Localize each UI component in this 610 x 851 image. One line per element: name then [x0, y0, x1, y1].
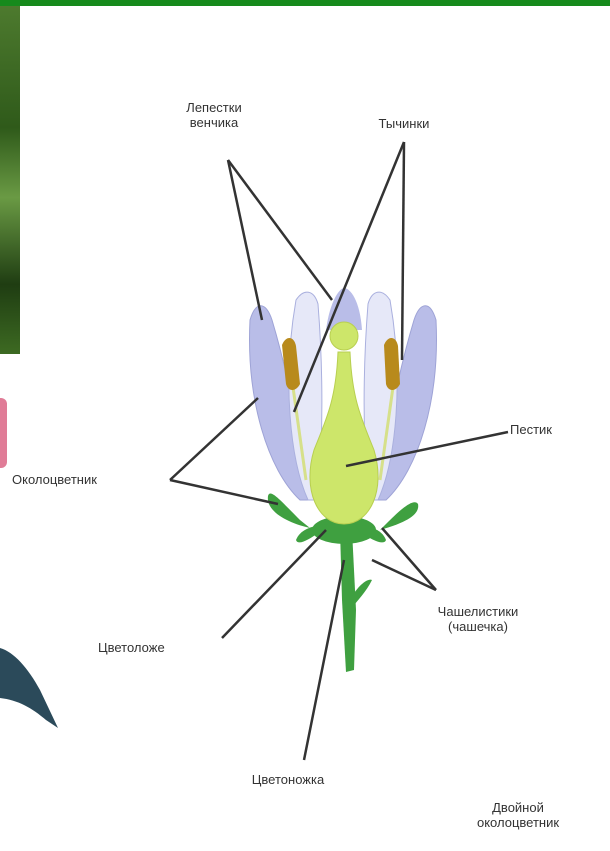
leader-sepals-a — [382, 528, 436, 590]
label-sepals-line1: Чашелистики — [438, 604, 519, 619]
leader-receptacle — [222, 530, 326, 638]
leader-stamens-b — [402, 142, 404, 360]
leader-sepals-b — [372, 560, 436, 590]
label-perianth: Околоцветник — [12, 472, 97, 487]
label-double-perianth-line1: Двойной — [477, 800, 559, 815]
leader-perianth-a — [170, 398, 258, 480]
label-sepals-line2: (чашечка) — [438, 619, 519, 634]
label-receptacle: Цветоложе — [98, 640, 165, 655]
label-double-perianth: Двойной околоцветник — [477, 800, 559, 830]
label-stamens: Тычинки — [379, 116, 430, 131]
leader-pedicel — [304, 560, 344, 760]
leader-perianth-b — [170, 480, 278, 504]
label-pistil: Пестик — [510, 422, 552, 437]
label-petals-line2: венчика — [186, 115, 241, 130]
label-pedicel: Цветоножка — [252, 772, 324, 787]
label-petals: Лепестки венчика — [186, 100, 241, 130]
label-petals-line1: Лепестки — [186, 100, 241, 115]
label-double-perianth-line2: околоцветник — [477, 815, 559, 830]
sepal-right — [380, 502, 418, 530]
bird-fragment — [0, 648, 58, 728]
label-sepals: Чашелистики (чашечка) — [438, 604, 519, 634]
stamen-anther-right — [384, 338, 400, 390]
pistil-stigma — [330, 322, 358, 350]
